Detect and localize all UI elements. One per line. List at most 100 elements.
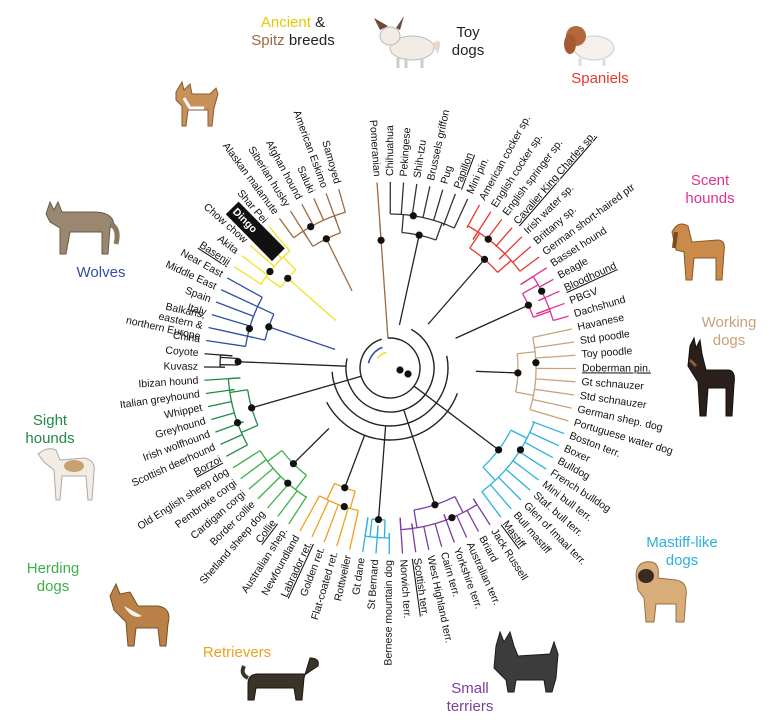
bootstrap-dot	[284, 479, 292, 487]
backbone-arc	[326, 393, 459, 441]
sub-branch	[259, 459, 267, 465]
sub-branch	[265, 276, 281, 288]
bootstrap-dot	[307, 223, 315, 231]
sub-branch	[220, 354, 233, 357]
sub-branch	[466, 225, 469, 229]
stem-branch	[325, 238, 353, 292]
bootstrap-dot	[233, 419, 242, 427]
sub-branch	[454, 496, 464, 513]
stem-branch	[455, 304, 529, 339]
bootstrap-dot	[340, 503, 348, 511]
sub-branch	[515, 391, 534, 397]
tip-branch	[470, 517, 480, 532]
bootstrap-dot	[322, 235, 330, 243]
breed-label: Kuvasz	[164, 361, 199, 373]
tip-branch	[541, 437, 560, 447]
tip-branch	[523, 468, 539, 481]
tip-branch	[539, 278, 554, 288]
stem-branch	[380, 240, 389, 339]
clade-arc	[293, 211, 346, 239]
sub-branch	[466, 510, 472, 518]
group-label-working: Working dogs	[701, 314, 757, 349]
tip-branch	[211, 414, 226, 421]
tip-branch	[490, 218, 503, 235]
bootstrap-dot	[494, 446, 503, 454]
tip-branch	[499, 495, 512, 510]
sub-branch	[534, 388, 540, 391]
sub-branch	[413, 509, 418, 528]
clade-arc	[319, 495, 359, 512]
tip-branch	[349, 529, 355, 550]
breed-label: Bernese mountain dog	[383, 560, 395, 666]
sub-branch	[364, 517, 369, 537]
cavalier-illustration	[564, 26, 615, 66]
sub-branch	[247, 335, 266, 341]
tip-branch	[423, 528, 430, 551]
tip-branch	[313, 198, 324, 220]
sub-branch	[532, 420, 535, 423]
sub-branch	[249, 289, 263, 298]
sub-branch	[489, 484, 501, 497]
tip-branch	[205, 339, 241, 347]
stem-branch	[403, 409, 436, 506]
mastiff-illustration	[635, 561, 687, 623]
sub-branch	[401, 214, 405, 233]
bootstrap-dot	[514, 369, 522, 377]
sub-branch	[497, 259, 512, 273]
tip-branch	[466, 204, 481, 229]
sub-branch	[255, 266, 268, 276]
tip-branch	[323, 509, 337, 543]
sub-branch	[247, 313, 254, 317]
breed-label: Pug	[438, 164, 455, 185]
tip-branch	[288, 495, 308, 525]
tip-branch	[442, 193, 456, 226]
breed-label: Shih-tzu	[412, 139, 429, 179]
tip-branch	[456, 516, 468, 538]
tip-branch	[220, 434, 242, 446]
sub-branch	[258, 450, 261, 452]
tip-branch	[226, 277, 251, 292]
sub-branch	[335, 504, 339, 511]
bootstrap-dot	[480, 255, 489, 263]
breed-label: Gt schnauzer	[581, 376, 645, 393]
dingo-badge-bg	[225, 201, 285, 262]
sub-branch	[343, 507, 349, 521]
tip-branch	[550, 328, 572, 335]
tip-branch	[277, 501, 290, 517]
sub-branch	[453, 215, 461, 229]
clade-arc	[390, 213, 455, 229]
tip-branch	[518, 450, 547, 470]
bloodhound-illustration	[671, 223, 725, 281]
bootstrap-dot	[374, 515, 383, 524]
sub-branch	[228, 377, 241, 380]
stem-branch	[427, 258, 486, 325]
tip-branch	[240, 463, 261, 480]
tip-branch	[424, 186, 431, 206]
papillon-illustration	[374, 16, 440, 68]
sub-branch	[353, 510, 359, 531]
tip-branch	[248, 477, 263, 490]
doberman-illustration	[687, 336, 735, 417]
sub-branch	[522, 284, 539, 295]
breed-label: Gt dane	[350, 557, 367, 596]
sub-branch	[512, 257, 519, 263]
clade-arc	[259, 450, 307, 498]
sub-branch	[532, 332, 551, 338]
breed-label: Pekingese	[398, 127, 414, 177]
tip-branch	[498, 476, 522, 501]
tip-branch	[547, 379, 576, 383]
sub-branch	[498, 253, 506, 260]
tip-branch	[232, 450, 260, 469]
bootstrap-dot	[341, 484, 349, 492]
sub-branch	[288, 490, 298, 503]
tip-branch	[311, 519, 321, 538]
scottish-terrier-illustration	[493, 630, 559, 693]
bootstrap-dot	[234, 358, 242, 366]
bootstrap-dot	[289, 460, 297, 468]
breed-label: Italy	[186, 301, 209, 318]
stem-branch	[251, 375, 362, 409]
sub-branch	[349, 490, 356, 509]
tip-branch	[299, 507, 314, 532]
stem-branch	[398, 235, 420, 326]
amp: &	[310, 14, 326, 31]
